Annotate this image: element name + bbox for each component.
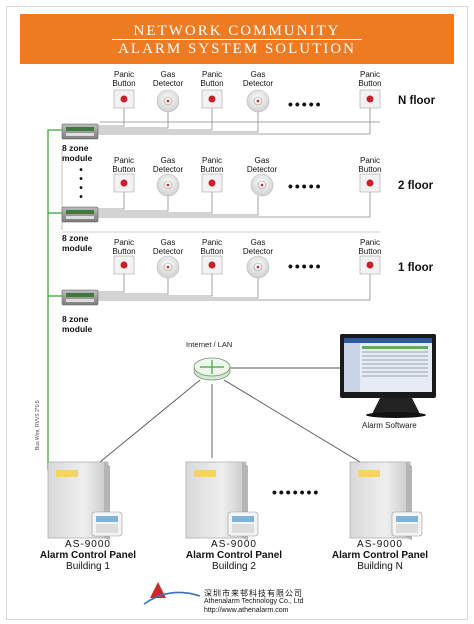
more-buildings-dots: ••••••• <box>272 484 321 500</box>
label-gas-12: Gas Detector <box>242 238 274 256</box>
more-devices-1: ••••• <box>288 258 323 274</box>
more-floors-dots: •••• <box>79 165 83 203</box>
panel-building-1: Building 1 <box>66 561 110 572</box>
panic-button-22 <box>201 173 223 193</box>
gas-detector-22 <box>250 173 274 197</box>
zone-module-1 <box>61 289 99 306</box>
banner-title-line1: NETWORK COMMUNITY <box>133 23 341 39</box>
gas-detector-11 <box>156 255 180 279</box>
footer-url[interactable]: http://www.athenalarm.com <box>204 607 289 614</box>
panic-button-n1 <box>113 89 135 109</box>
panel-name-1: Alarm Control Panel <box>39 550 137 561</box>
more-devices-2: ••••• <box>288 178 323 194</box>
gas-detector-n2 <box>246 89 270 113</box>
panic-button-21 <box>113 173 135 193</box>
more-devices-n: ••••• <box>288 96 323 112</box>
network-links <box>99 367 361 463</box>
label-panic-11: Panic Button <box>112 238 136 256</box>
label-panic-21: Panic Button <box>112 156 136 174</box>
wires-floor-n <box>98 108 380 135</box>
zone-module-n <box>61 123 99 140</box>
zone-module-2 <box>61 206 99 223</box>
network-router-icon <box>193 357 231 381</box>
label-gas-n1: Gas Detector <box>152 70 184 88</box>
label-panic-n2: Panic Button <box>200 70 224 88</box>
label-panic-n1: Panic Button <box>112 70 136 88</box>
panel-caption-3: AS-9000 Alarm Control Panel Building N <box>320 539 440 572</box>
label-gas-21: Gas Detector <box>152 156 184 174</box>
panic-button-n2 <box>201 89 223 109</box>
panel-model-2: AS-9000 <box>211 539 257 550</box>
software-label: Alarm Software <box>362 421 417 430</box>
floor-label-1: 1 floor <box>398 262 434 274</box>
panic-button-23 <box>359 173 381 193</box>
module-label-2: 8 zone module <box>62 233 93 253</box>
panel-building-2: Building 2 <box>212 561 256 572</box>
label-gas-22: Gas Detector <box>246 156 278 174</box>
gas-detector-21 <box>156 173 180 197</box>
panel-building-3: Building N <box>357 561 403 572</box>
control-panel-3 <box>349 461 423 540</box>
panel-name-2: Alarm Control Panel <box>185 550 283 561</box>
footer-chinese-name: 深圳市来邨科技有限公司 <box>204 589 303 598</box>
panel-model-3: AS-9000 <box>357 539 403 550</box>
gas-detector-n1 <box>156 89 180 113</box>
company-logo <box>143 582 201 605</box>
monitor-icon <box>340 334 436 418</box>
floor-label-n: N floor <box>398 95 436 107</box>
label-panic-23: Panic Button <box>358 156 382 174</box>
module-label-1: 8 zone module <box>62 314 93 334</box>
title-banner: NETWORK COMMUNITY ALARM SYSTEM SOLUTION <box>20 14 454 64</box>
label-panic-n3: Panic Button <box>358 70 382 88</box>
control-panel-1 <box>47 461 123 540</box>
panic-button-12 <box>201 255 223 275</box>
wires-floor-2 <box>98 192 371 218</box>
label-gas-11: Gas Detector <box>152 238 184 256</box>
panic-button-13 <box>359 255 381 275</box>
panel-name-3: Alarm Control Panel <box>331 550 429 561</box>
bus-wire-label: Bus Wire, RVVS 2*0.5 <box>35 400 41 450</box>
panic-button-n3 <box>359 89 381 109</box>
label-panic-22: Panic Button <box>200 156 224 174</box>
network-label: Internet / LAN <box>186 340 233 349</box>
wires-floor-1 <box>98 274 371 301</box>
floor-label-2: 2 floor <box>398 180 434 192</box>
panel-caption-1: AS-9000 Alarm Control Panel Building 1 <box>28 539 148 572</box>
panel-caption-2: AS-9000 Alarm Control Panel Building 2 <box>174 539 294 572</box>
footer-company-name: Athenalarm Technology Co., Ltd <box>204 598 304 605</box>
gas-detector-12 <box>246 255 270 279</box>
panic-button-11 <box>113 255 135 275</box>
banner-title-line2: ALARM SYSTEM SOLUTION <box>118 41 356 57</box>
bus-wire <box>47 129 62 470</box>
module-label-n: 8 zone module <box>62 143 93 163</box>
control-panel-2 <box>185 461 259 540</box>
banner-rule <box>112 39 362 40</box>
panel-model-1: AS-9000 <box>65 539 111 550</box>
label-gas-n2: Gas Detector <box>242 70 274 88</box>
label-panic-12: Panic Button <box>200 238 224 256</box>
label-panic-13: Panic Button <box>358 238 382 256</box>
